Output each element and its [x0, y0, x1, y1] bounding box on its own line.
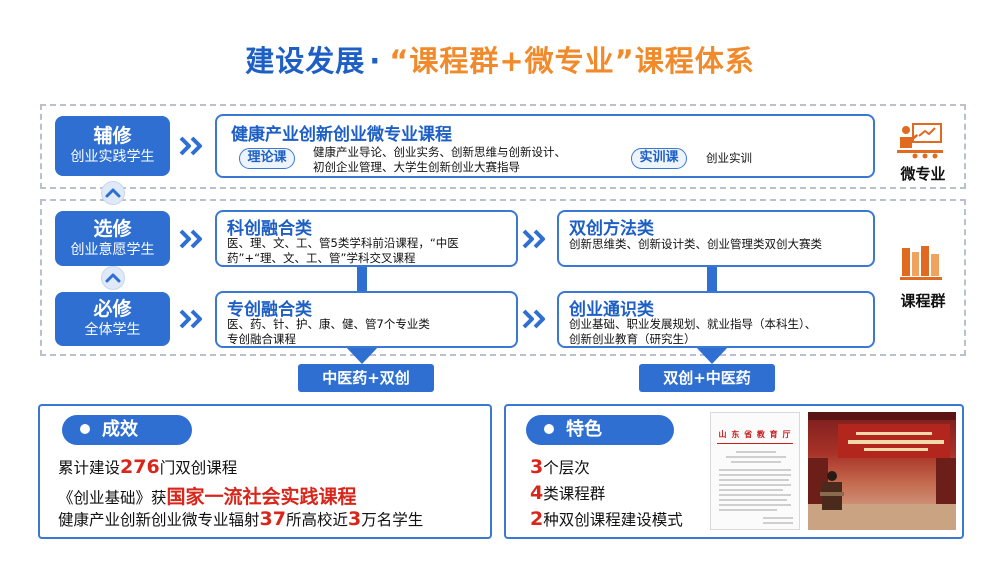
double-chevron-right-icon	[521, 308, 549, 334]
features-line-2-text: 类课程群	[543, 485, 606, 503]
features-line-2: 4类课程群	[530, 482, 605, 504]
level-minor-title: 辅修	[93, 125, 132, 147]
title-part-2: “课程群+微专业”课程体系	[389, 44, 755, 78]
level-elective: 选修 创业意愿学生	[55, 211, 170, 266]
conference-photo	[808, 412, 956, 530]
arrow-down-right	[695, 346, 729, 370]
results-line-3: 健康产业创新创业微专业辐射37所高校近3万名学生	[58, 508, 423, 530]
features-line-3: 2种双创课程建设模式	[530, 508, 683, 530]
level-required-title: 必修	[93, 298, 132, 320]
features-group-count: 4	[530, 482, 544, 504]
level-elective-title: 选修	[93, 217, 132, 240]
official-document-image: 山 东 省 教 育 厅	[710, 412, 800, 530]
keji-text: 医、理、文、工、管5类学科前沿课程，“中医 药”+“理、文、工、管”学科交叉课程	[227, 236, 459, 266]
title-part-1: 建设发展	[245, 44, 366, 78]
zhuanchuang-text-line-2: 专创融合课程	[227, 332, 296, 346]
features-header: 特色	[526, 415, 674, 445]
practice-course-text: 创业实训	[706, 151, 752, 165]
zhuanchuang-box: 专创融合类 医、药、针、护、康、健、管7个专业类 专创融合课程	[215, 291, 518, 348]
circle-bullet-icon	[80, 424, 90, 434]
keji-text-line-2: 药”+“理、文、工、管”学科交叉课程	[227, 251, 416, 265]
results-line-3-text-c: 万名学生	[361, 511, 424, 529]
books-icon	[900, 244, 942, 284]
level-minor: 辅修 创业实践学生	[55, 116, 170, 176]
tag-innovation-plus-tcm: 双创+中医药	[639, 364, 775, 392]
double-chevron-right-icon	[178, 308, 206, 334]
features-line-1-text: 个层次	[543, 459, 590, 477]
results-line-3-text-a: 健康产业创新创业微专业辐射	[58, 511, 260, 529]
double-chevron-right-icon	[178, 228, 206, 254]
micro-major-box: 健康产业创新创业微专业课程 理论课 健康产业导论、创业实务、创新思维与创新设计、…	[215, 114, 875, 178]
shuangchuang-box: 双创方法类 创新思维类、创新设计类、创业管理类双创大赛类	[557, 210, 875, 267]
results-panel: 成效 累计建设276门双创课程 《创业基础》获国家一流社会实践课程 健康产业创新…	[38, 404, 492, 539]
results-line-3-text-b: 所高校近	[285, 511, 348, 529]
results-line-1: 累计建设276门双创课程	[58, 456, 237, 478]
keji-title: 科创融合类	[227, 219, 312, 239]
side-label-course-group: 课程群	[900, 292, 946, 310]
results-course-count: 276	[120, 456, 160, 478]
tongshi-text-line-1: 创业基础、职业发展规划、就业指导（本科生）、	[569, 317, 817, 331]
keji-text-line-1: 医、理、文、工、管5类学科前沿课程，“中医	[227, 236, 459, 250]
features-line-1: 3个层次	[530, 456, 590, 478]
micro-frame	[40, 104, 966, 189]
page-title: 建设发展·“课程群+微专业”课程体系	[0, 38, 1000, 80]
zhuanchuang-text-line-1: 医、药、针、护、康、健、管7个专业类	[227, 317, 430, 331]
tongshi-box: 创业通识类 创业基础、职业发展规划、就业指导（本科生）、 创新创业教育（研究生）	[557, 291, 875, 348]
results-header-label: 成效	[102, 419, 138, 440]
theory-course-text: 健康产业导论、创业实务、创新思维与创新设计、 初创企业管理、大学生创新创业大赛指…	[313, 145, 566, 175]
level-elective-audience: 创业意愿学生	[70, 241, 155, 258]
results-line-1-text-b: 门双创课程	[159, 459, 238, 477]
results-line-2: 《创业基础》获国家一流社会实践课程	[58, 482, 357, 509]
document-header: 山 东 省 教 育 厅	[718, 430, 792, 439]
group-frame	[40, 199, 966, 356]
tongshi-text: 创业基础、职业发展规划、就业指导（本科生）、 创新创业教育（研究生）	[569, 317, 816, 347]
tag-tcm-plus-innovation: 中医药+双创	[298, 364, 434, 392]
level-required: 必修 全体学生	[55, 292, 170, 346]
features-level-count: 3	[530, 456, 544, 478]
results-national-award: 国家一流社会实践课程	[166, 486, 357, 508]
chevron-up-icon	[101, 266, 125, 290]
features-mode-count: 2	[530, 508, 544, 530]
circle-bullet-icon	[544, 424, 554, 434]
level-required-audience: 全体学生	[84, 322, 141, 338]
results-header: 成效	[62, 415, 192, 445]
title-dot: ·	[369, 44, 382, 78]
features-header-label: 特色	[566, 419, 602, 440]
arrow-down-left	[345, 346, 379, 370]
results-student-count: 3	[347, 508, 362, 530]
micro-major-title: 健康产业创新创业微专业课程	[231, 125, 452, 145]
zhuanchuang-text: 医、药、针、护、康、健、管7个专业类 专创融合课程	[227, 317, 430, 347]
shuangchuang-title: 双创方法类	[569, 219, 654, 239]
theory-course-pill: 理论课	[239, 148, 295, 169]
side-label-micro-major: 微专业	[900, 165, 946, 183]
double-chevron-right-icon	[521, 228, 549, 254]
features-line-3-text: 种双创课程建设模式	[543, 511, 683, 529]
results-university-count: 37	[259, 508, 286, 530]
shuangchuang-text: 创新思维类、创新设计类、创业管理类双创大赛类	[569, 237, 822, 251]
theory-text-line-1: 健康产业导论、创业实务、创新思维与创新设计、	[313, 145, 566, 159]
practice-course-pill: 实训课	[631, 148, 687, 169]
chevron-up-icon	[101, 181, 125, 205]
results-line-1-text-a: 累计建设	[58, 459, 121, 477]
teacher-presentation-icon	[897, 122, 943, 166]
tongshi-title: 创业通识类	[569, 300, 654, 320]
results-line-2-text-a: 《创业基础》获	[58, 489, 167, 507]
keji-box: 科创融合类 医、理、文、工、管5类学科前沿课程，“中医 药”+“理、文、工、管”…	[215, 210, 518, 267]
theory-text-line-2: 初创企业管理、大学生创新创业大赛指导	[313, 160, 520, 174]
zhuanchuang-title: 专创融合类	[227, 300, 312, 320]
features-panel: 特色 3个层次 4类课程群 2种双创课程建设模式 山 东 省 教 育 厅	[504, 404, 964, 539]
tongshi-text-line-2: 创新创业教育（研究生）	[569, 332, 696, 346]
double-chevron-right-icon	[178, 135, 206, 161]
level-minor-audience: 创业实践学生	[70, 149, 155, 165]
